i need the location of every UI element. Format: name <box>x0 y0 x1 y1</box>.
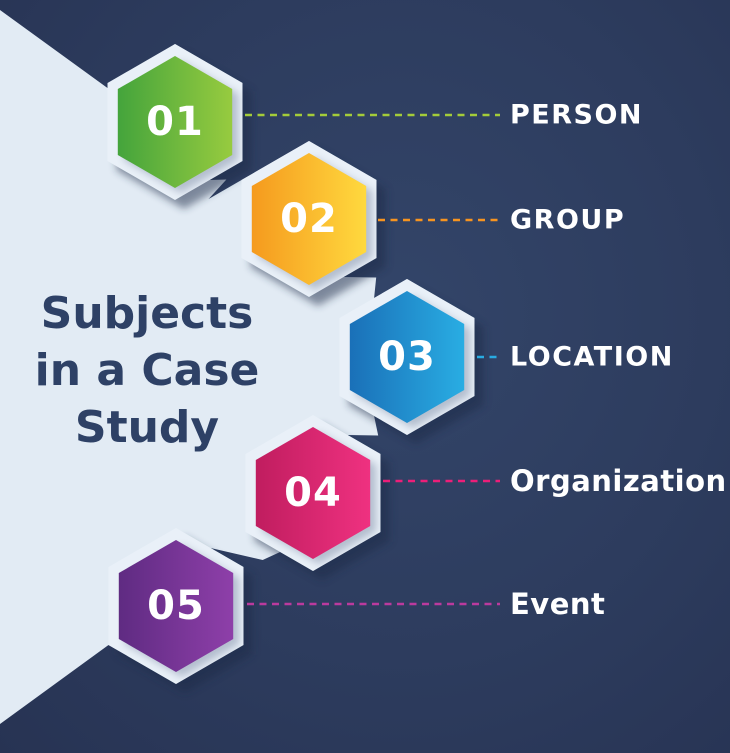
step-number-4: 04 <box>284 470 342 516</box>
step-label-location: LOCATION <box>510 341 674 373</box>
step-label-event: Event <box>510 587 606 621</box>
hexagon-1 <box>117 56 233 188</box>
hexagon-2 <box>251 153 367 285</box>
step-label-group: GROUP <box>510 204 626 236</box>
step-number-1: 01 <box>146 99 204 145</box>
hexagon-4 <box>255 427 371 559</box>
step-number-3: 03 <box>378 334 436 380</box>
step-number-2: 02 <box>280 196 338 242</box>
step-number-5: 05 <box>147 583 205 629</box>
hexagon-5 <box>118 540 234 672</box>
hexagon-3 <box>349 291 465 423</box>
step-label-person: PERSON <box>510 99 644 131</box>
step-label-organization: Organization <box>510 464 727 498</box>
page-title: Subjects in a Case Study <box>34 288 260 453</box>
